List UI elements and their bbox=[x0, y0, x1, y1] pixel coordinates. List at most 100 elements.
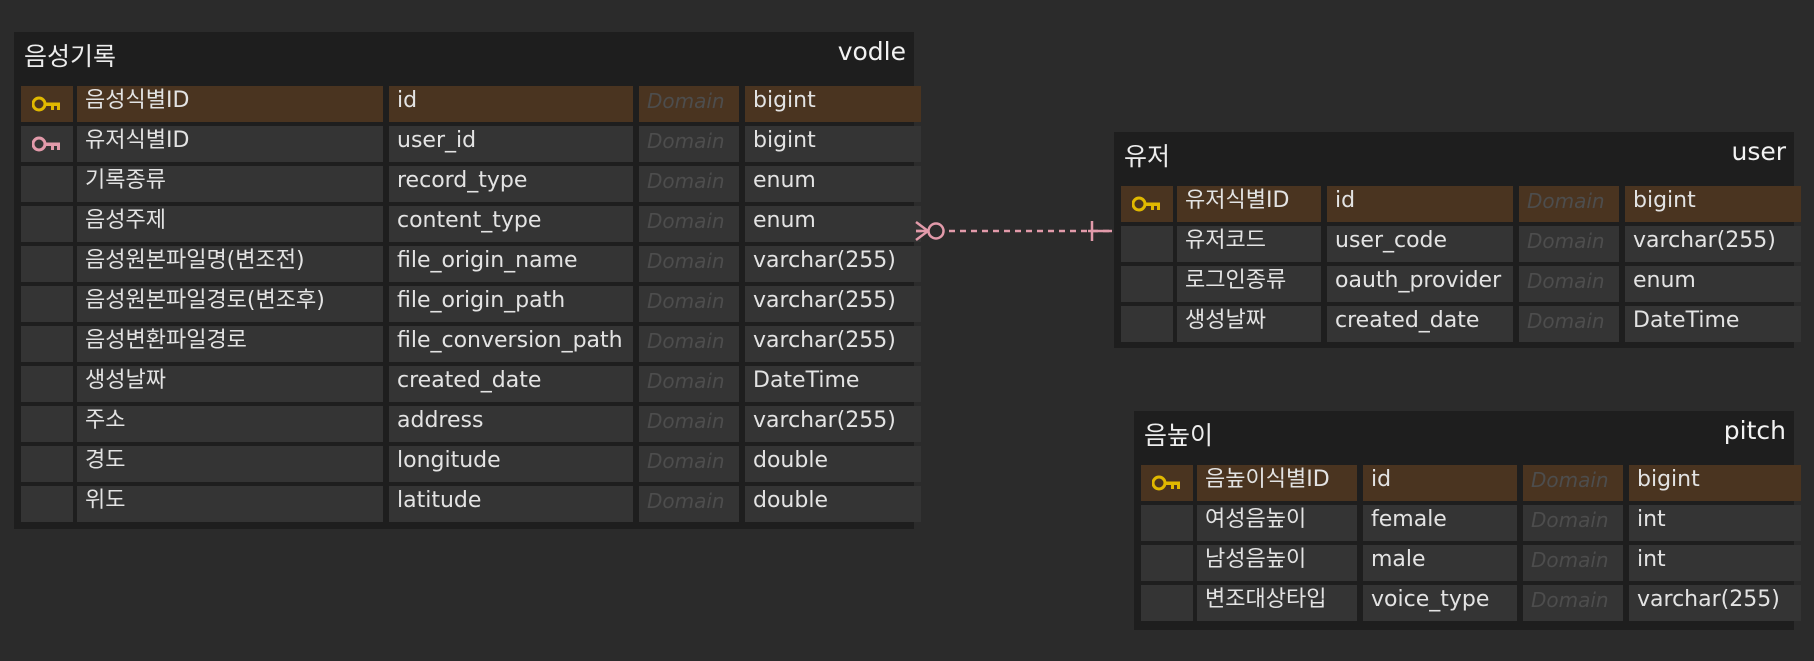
key-cell bbox=[1141, 545, 1193, 581]
column-data-type: varchar(255) bbox=[745, 286, 921, 322]
column-logical-name: 유저코드 bbox=[1177, 226, 1321, 262]
column-data-type: bigint bbox=[745, 126, 921, 162]
table-physical-name: user bbox=[1731, 137, 1786, 166]
column-logical-name: 음높이식별ID bbox=[1197, 465, 1357, 501]
foreign-key-icon bbox=[32, 136, 60, 152]
column-logical-name: 음성원본파일경로(변조후) bbox=[77, 286, 383, 322]
column-physical-name: voice_type bbox=[1363, 585, 1517, 621]
column-domain: Domain bbox=[1523, 465, 1623, 501]
primary-key-icon bbox=[1132, 196, 1160, 212]
column-data-type: DateTime bbox=[1625, 306, 1801, 342]
key-cell bbox=[21, 206, 73, 242]
column-logical-name: 변조대상타입 bbox=[1197, 585, 1357, 621]
column-data-type: enum bbox=[1625, 266, 1801, 302]
table-logical-name: 유저 bbox=[1124, 142, 1171, 171]
key-cell bbox=[21, 286, 73, 322]
column-physical-name: created_date bbox=[389, 366, 633, 402]
table-logical-name: 음높이 bbox=[1144, 421, 1214, 450]
key-cell bbox=[21, 246, 73, 282]
column-domain: Domain bbox=[639, 406, 739, 442]
column-physical-name: male bbox=[1363, 545, 1517, 581]
column-physical-name: id bbox=[389, 86, 633, 122]
key-cell bbox=[1121, 226, 1173, 262]
column-data-type: bigint bbox=[1625, 186, 1801, 222]
column-physical-name: user_id bbox=[389, 126, 633, 162]
column-physical-name: latitude bbox=[389, 486, 633, 522]
key-cell bbox=[21, 366, 73, 402]
column-data-type: DateTime bbox=[745, 366, 921, 402]
column-logical-name: 로그인종류 bbox=[1177, 266, 1321, 302]
column-data-type: int bbox=[1629, 505, 1801, 541]
key-cell bbox=[1121, 186, 1173, 222]
column-domain: Domain bbox=[1519, 226, 1619, 262]
column-physical-name: female bbox=[1363, 505, 1517, 541]
column-domain: Domain bbox=[639, 446, 739, 482]
one-cardinality-icon bbox=[1088, 221, 1112, 241]
column-logical-name: 위도 bbox=[77, 486, 383, 522]
column-logical-name: 경도 bbox=[77, 446, 383, 482]
key-cell bbox=[21, 406, 73, 442]
column-physical-name: id bbox=[1327, 186, 1513, 222]
column-data-type: double bbox=[745, 446, 921, 482]
column-physical-name: file_origin_name bbox=[389, 246, 633, 282]
column-physical-name: content_type bbox=[389, 206, 633, 242]
column-physical-name: id bbox=[1363, 465, 1517, 501]
column-physical-name: oauth_provider bbox=[1327, 266, 1513, 302]
column-domain: Domain bbox=[639, 126, 739, 162]
column-physical-name: longitude bbox=[389, 446, 633, 482]
column-domain: Domain bbox=[1519, 186, 1619, 222]
key-cell bbox=[21, 166, 73, 202]
column-domain: Domain bbox=[639, 86, 739, 122]
primary-key-icon bbox=[32, 96, 60, 112]
table-logical-name: 음성기록 bbox=[24, 42, 117, 71]
column-data-type: varchar(255) bbox=[745, 326, 921, 362]
column-physical-name: record_type bbox=[389, 166, 633, 202]
column-logical-name: 주소 bbox=[77, 406, 383, 442]
column-logical-name: 생성날짜 bbox=[77, 366, 383, 402]
table-physical-name: vodle bbox=[837, 37, 906, 66]
column-logical-name: 생성날짜 bbox=[1177, 306, 1321, 342]
column-domain: Domain bbox=[1519, 266, 1619, 302]
column-logical-name: 음성주제 bbox=[77, 206, 383, 242]
column-data-type: bigint bbox=[1629, 465, 1801, 501]
key-cell bbox=[21, 446, 73, 482]
column-domain: Domain bbox=[1519, 306, 1619, 342]
key-cell bbox=[21, 86, 73, 122]
crows-foot-zero-many-icon bbox=[915, 221, 945, 241]
column-logical-name: 음성원본파일명(변조전) bbox=[77, 246, 383, 282]
column-data-type: varchar(255) bbox=[1625, 226, 1801, 262]
column-logical-name: 유저식별ID bbox=[77, 126, 383, 162]
column-domain: Domain bbox=[639, 486, 739, 522]
column-physical-name: user_code bbox=[1327, 226, 1513, 262]
key-cell bbox=[21, 486, 73, 522]
column-data-type: varchar(255) bbox=[745, 406, 921, 442]
table-header: 음성기록 vodle bbox=[14, 32, 914, 72]
column-data-type: enum bbox=[745, 206, 921, 242]
key-cell bbox=[21, 126, 73, 162]
